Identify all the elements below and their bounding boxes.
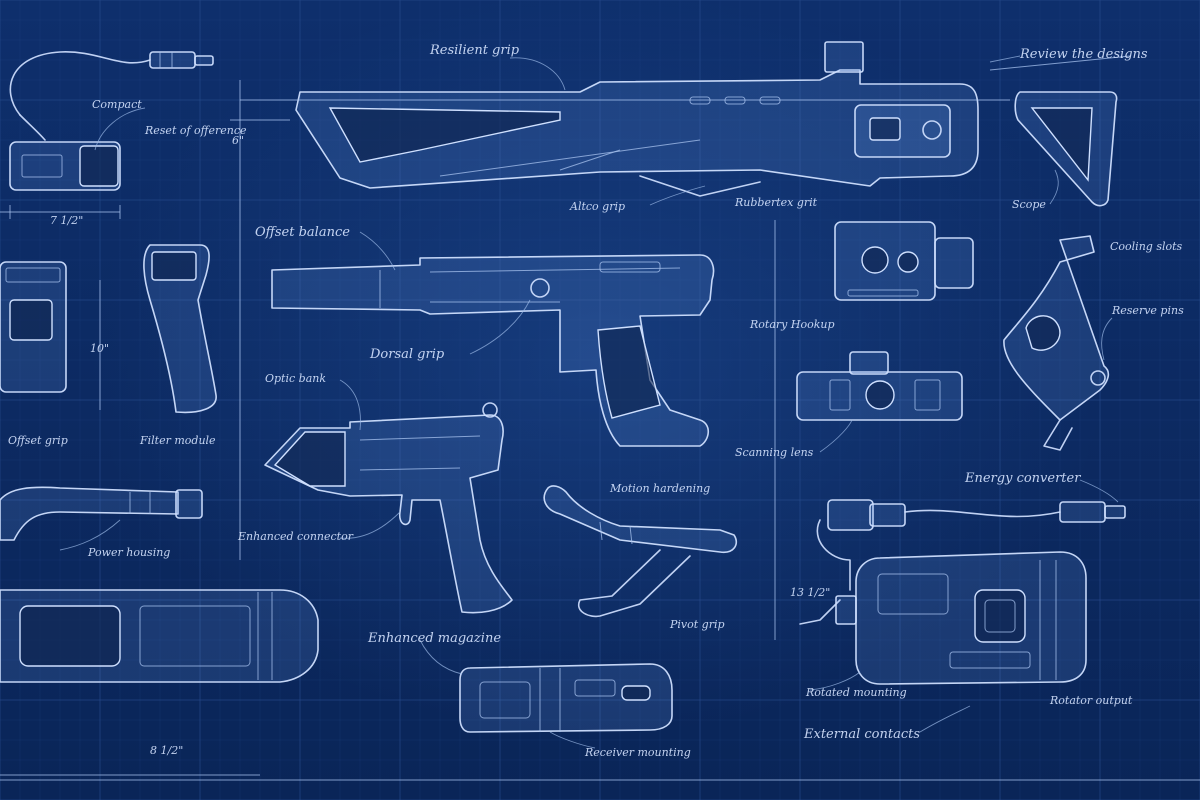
label-dim-left-mid: 10" <box>90 342 109 355</box>
pivot-grip <box>543 485 738 618</box>
rifle-assembly <box>230 41 1010 197</box>
stock-component <box>1014 91 1118 207</box>
label-energy-converter: Energy converter <box>964 471 1081 486</box>
energy-converter <box>799 499 1126 685</box>
barrel-tube <box>0 486 203 541</box>
label-reset-balance: Reset of ofference <box>144 124 247 137</box>
label-pivot-grip: Pivot grip <box>669 618 725 631</box>
cable-connector <box>9 51 214 141</box>
label-alt-grip: Altco grip <box>569 200 625 213</box>
label-reserve-pins: Reserve pins <box>1111 304 1184 317</box>
compact-pistol <box>264 402 513 614</box>
battery-pack <box>0 261 101 410</box>
label-review-designs: Review the designs <box>1019 47 1148 62</box>
label-offset-balance: Offset balance <box>255 225 350 240</box>
optic-sight-upper <box>834 221 974 301</box>
compact-module <box>0 141 121 219</box>
label-receiver-mounting: Receiver mounting <box>584 746 691 759</box>
label-scanning-lens: Scanning lens <box>735 446 814 459</box>
label-dim-right-short: 6" <box>232 134 244 147</box>
pistol-assembly <box>271 254 715 447</box>
label-offset-grip: Offset grip <box>8 434 68 447</box>
label-rotator-output: Rotator output <box>1049 694 1133 707</box>
label-rotary-hookup: Rotary Hookup <box>749 318 834 331</box>
folding-brace <box>1003 235 1110 451</box>
label-optic-bank: Optic bank <box>265 372 326 385</box>
leader-lines <box>59 55 1119 749</box>
receiver-frame <box>0 589 319 683</box>
label-enhanced-magazine: Enhanced magazine <box>367 631 501 646</box>
label-resilient-grip: Resilient grip <box>429 43 520 58</box>
magazine <box>459 663 673 733</box>
construction-lines <box>0 55 1200 781</box>
optic-sight-lower <box>796 351 963 421</box>
annotation-labels: Resilient grip Review the designs Compac… <box>8 43 1184 759</box>
label-dim-right-mid: 13 1/2" <box>790 586 830 599</box>
label-filter-module: Filter module <box>139 434 216 447</box>
label-compact: Compact <box>92 98 142 111</box>
label-dim-bottom: 8 1/2" <box>150 744 183 757</box>
handle-grip <box>143 244 217 414</box>
label-dim-left-top: 7 1/2" <box>50 214 83 227</box>
label-dorsal-grip: Dorsal grip <box>369 347 445 362</box>
label-rotated-mounting: Rotated mounting <box>805 686 907 699</box>
label-enhanced-connector: Enhanced connector <box>237 530 354 543</box>
label-cooling-slots: Cooling slots <box>1110 240 1183 253</box>
label-rubber-grit: Rubbertex grit <box>734 196 818 209</box>
label-power-housing: Power housing <box>87 546 170 559</box>
label-motion-hardening: Motion hardening <box>609 482 710 495</box>
label-external-contacts: External contacts <box>803 727 920 742</box>
label-scope: Scope <box>1012 198 1046 211</box>
